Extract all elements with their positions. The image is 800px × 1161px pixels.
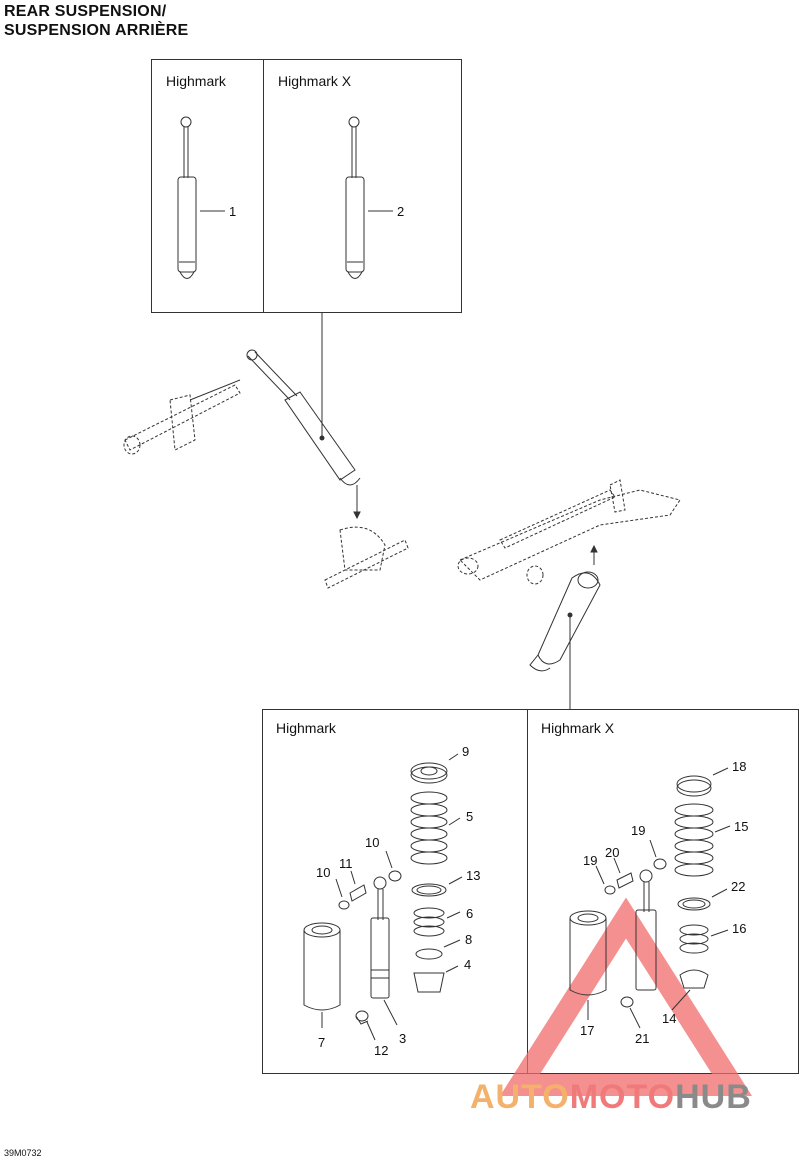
bushing-12 <box>355 1010 369 1025</box>
callout-13: 13 <box>466 868 481 883</box>
watermark-text: AUTOMOTOHUB <box>470 1078 752 1117</box>
bottom-left-panel-label: Highmark <box>276 720 336 736</box>
callout-22: 22 <box>731 879 746 894</box>
callout-9: 9 <box>462 744 470 759</box>
spring-retainer-9 <box>410 762 448 784</box>
washer-8 <box>415 948 443 960</box>
spring-16 <box>679 924 709 954</box>
callout-7: 7 <box>318 1035 326 1050</box>
sleeve-20 <box>616 872 634 889</box>
top-right-panel-label: Highmark X <box>278 73 352 89</box>
shock-body-hmx <box>635 869 657 991</box>
washer-22 <box>677 897 711 911</box>
washer-13 <box>411 883 447 897</box>
diagram-code: 39M0732 <box>4 1148 42 1158</box>
callout-15: 15 <box>734 819 749 834</box>
callout-17: 17 <box>580 1023 595 1038</box>
callout-14: 14 <box>662 1011 677 1026</box>
callout-5: 5 <box>466 809 474 824</box>
bushing-10a <box>338 900 350 910</box>
adjuster-4 <box>413 972 445 993</box>
callout-12: 12 <box>374 1043 389 1058</box>
rear-arm-assembly <box>457 479 681 585</box>
bushing-19b <box>653 858 667 870</box>
bushing-10b <box>388 870 402 882</box>
callout-3: 3 <box>399 1031 407 1046</box>
bottom-right-panel <box>527 709 799 1074</box>
callout-21: 21 <box>635 1031 650 1046</box>
rear-mount-bracket <box>324 526 409 589</box>
callout-8: 8 <box>465 932 473 947</box>
callout-19b: 19 <box>631 823 646 838</box>
title-line-1: REAR SUSPENSION/ <box>4 3 167 20</box>
callout-20: 20 <box>605 845 620 860</box>
callout-18: 18 <box>732 759 747 774</box>
page-title: REAR SUSPENSION/ SUSPENSION ARRIÈRE <box>4 2 188 40</box>
spring-6 <box>413 907 445 937</box>
callout-1: 1 <box>229 204 237 219</box>
shock-body-3 <box>370 876 390 999</box>
shock-absorber-1 <box>177 116 225 279</box>
watermark-part-3: HUB <box>675 1078 752 1116</box>
callout-10b: 10 <box>365 835 380 850</box>
callout-11: 11 <box>339 856 353 871</box>
sleeve-11 <box>349 884 367 902</box>
callout-4: 4 <box>464 957 472 972</box>
bumper-17 <box>569 910 607 996</box>
callout-6: 6 <box>466 906 474 921</box>
callout-19a: 19 <box>583 853 598 868</box>
watermark-part-2: MOTO <box>569 1078 676 1116</box>
callout-16: 16 <box>732 921 747 936</box>
adjuster-14 <box>679 969 709 989</box>
bushing-19a <box>604 885 616 895</box>
bushing-21 <box>620 996 634 1008</box>
shock-absorber-2 <box>345 116 393 279</box>
spring-retainer-18 <box>676 775 712 797</box>
title-line-2: SUSPENSION ARRIÈRE <box>4 22 189 39</box>
callout-10a: 10 <box>316 865 331 880</box>
top-right-panel <box>263 59 462 313</box>
front-arm-assembly <box>123 384 241 455</box>
watermark-part-1: AUTO <box>470 1078 570 1116</box>
bumper-7 <box>303 922 341 1011</box>
callout-2: 2 <box>397 204 405 219</box>
bottom-right-panel-label: Highmark X <box>541 720 615 736</box>
spring-15 <box>674 803 714 877</box>
top-left-panel-label: Highmark <box>166 73 226 89</box>
spring-5 <box>410 791 448 865</box>
